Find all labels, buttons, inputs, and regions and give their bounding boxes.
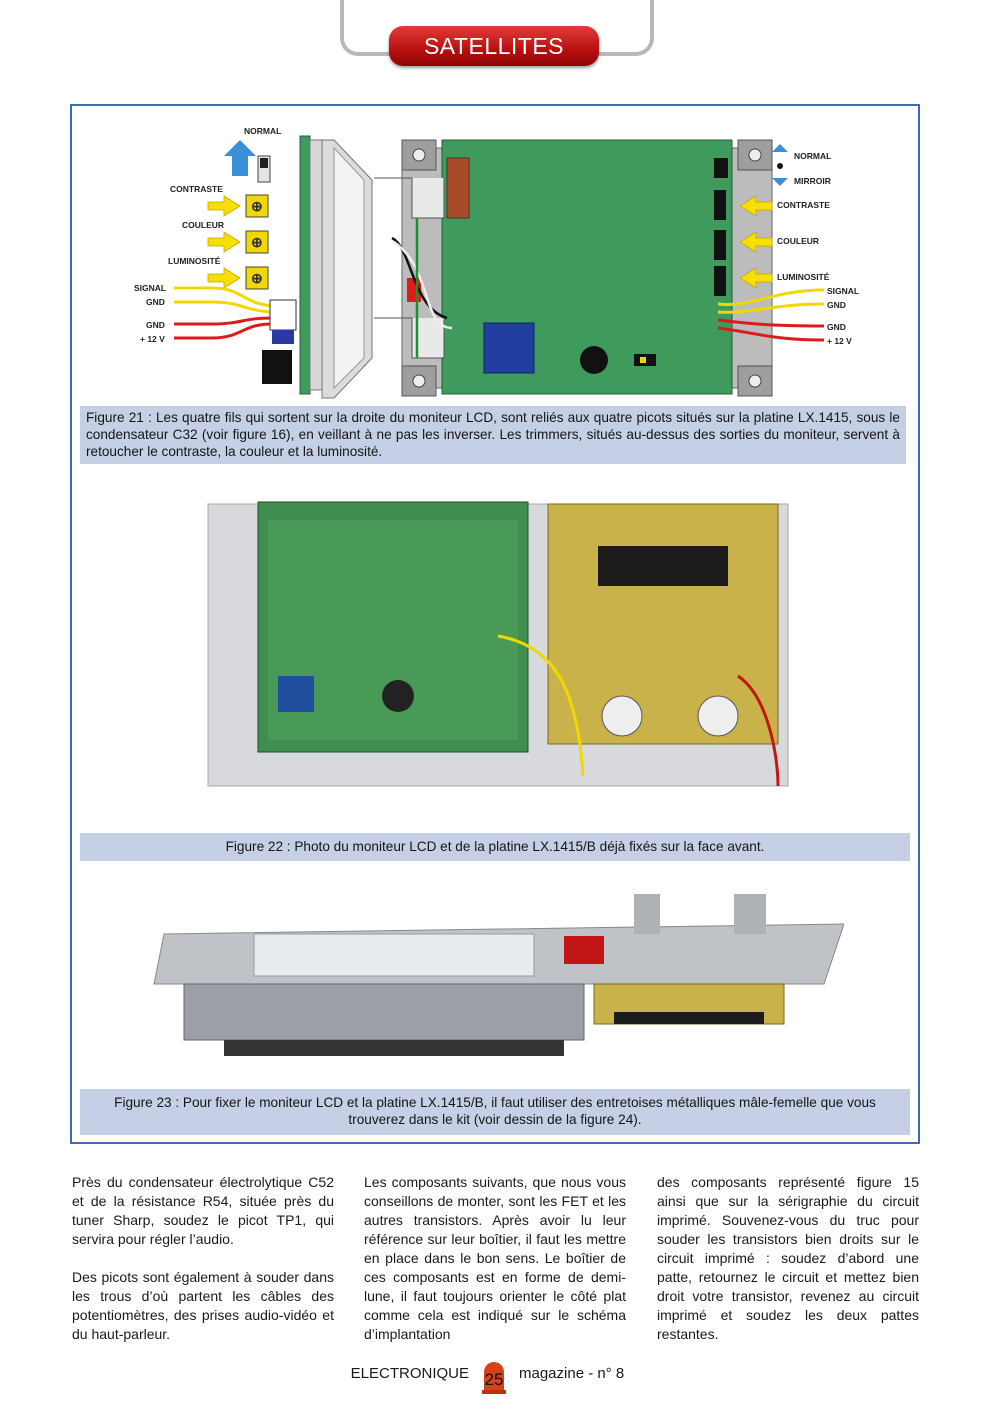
label-left-luminosite: LUMINOSITÉ [168, 256, 221, 266]
label-right-couleur: COULEUR [777, 236, 819, 246]
led-page-number-icon: 25 [482, 1362, 506, 1394]
label-right-contraste: CONTRASTE [777, 200, 830, 210]
figure21-caption: Figure 21 : Les quatre fils qui sortent … [80, 406, 906, 464]
arrow-normal-icon [772, 144, 788, 152]
label-left-gnd1: GND [146, 297, 165, 307]
footer-magazine: ELECTRONIQUE [350, 1365, 469, 1382]
figure22-photo [207, 501, 789, 787]
figure21-diagram: NORMAL CONTRASTE COULEUR LUMINOSITÉ SIGN… [134, 126, 859, 399]
page-footer: ELECTRONIQUE 25 magazine - n° 8 [0, 1360, 992, 1400]
svg-text:⊕: ⊕ [251, 234, 263, 250]
label-right-gnd2: GND [827, 322, 846, 332]
label-left-normal: NORMAL [244, 126, 281, 136]
col2-paragraph-1: Les composants suivants, que nous vous c… [364, 1174, 626, 1342]
footer-issue: magazine - n° 8 [519, 1365, 625, 1382]
label-right-miroir: MIRROIR [794, 176, 831, 186]
svg-text:⊕: ⊕ [251, 198, 263, 214]
label-right-luminosite: LUMINOSITÉ [777, 272, 830, 282]
label-left-gnd2: GND [146, 320, 165, 330]
label-right-12v: + 12 V [827, 336, 852, 346]
label-left-12v: + 12 V [140, 334, 165, 344]
figure22-caption: Figure 22 : Photo du moniteur LCD et de … [80, 833, 910, 861]
page-number: 25 [485, 1370, 504, 1389]
label-right-gnd1: GND [827, 300, 846, 310]
label-left-couleur: COULEUR [182, 220, 224, 230]
label-left-signal: SIGNAL [134, 283, 166, 293]
svg-text:⊕: ⊕ [251, 270, 263, 286]
arrow-mirror-icon [772, 178, 788, 186]
figure23-caption: Figure 23 : Pour fixer le moniteur LCD e… [80, 1089, 910, 1135]
col1-paragraph-1: Près du condensateur électrolytique C52 … [72, 1174, 334, 1247]
label-right-normal: NORMAL [794, 151, 831, 161]
label-left-contraste: CONTRASTE [170, 184, 223, 194]
col3-paragraph-1: des composants représenté figure 15 ains… [657, 1174, 919, 1342]
arrow-up-icon [224, 140, 256, 176]
column-3: des composants représenté figure 15 ains… [657, 1173, 919, 1363]
column-1: Près du condensateur électrolytique C52 … [72, 1173, 334, 1363]
col1-paragraph-2: Des picots sont également à souder dans … [72, 1269, 334, 1342]
figure-frame: NORMAL CONTRASTE COULEUR LUMINOSITÉ SIGN… [70, 104, 920, 1144]
figure23-photo [153, 894, 844, 1056]
label-right-signal: SIGNAL [827, 286, 859, 296]
column-2: Les composants suivants, que nous vous c… [364, 1173, 626, 1363]
section-title: SATELLITES [389, 26, 599, 66]
